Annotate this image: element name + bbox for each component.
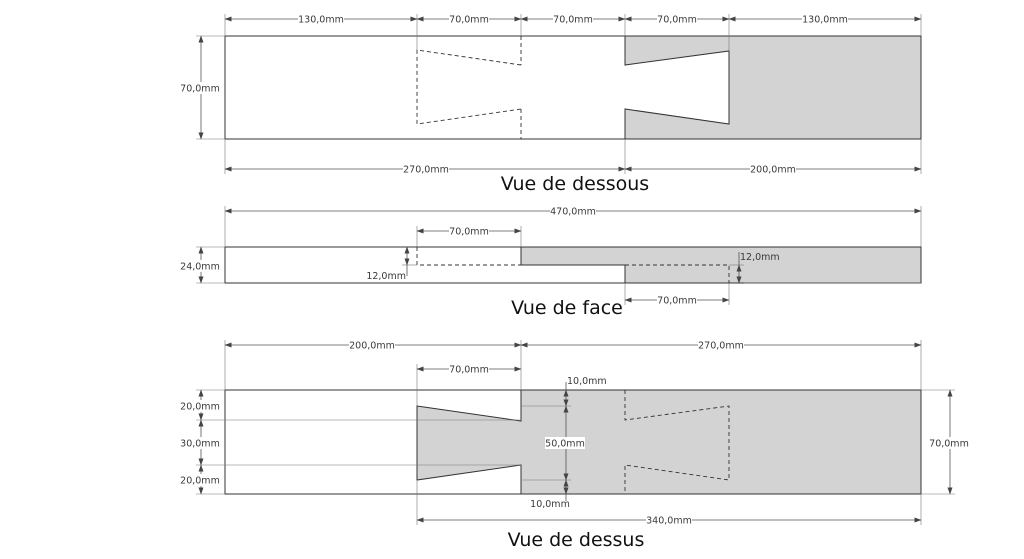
bottom-view-grey-part [624, 35, 922, 140]
dim-70-a: 70,0mm [449, 15, 489, 26]
top-view-white-part [224, 389, 521, 495]
dim-70-front-top: 70,0mm [449, 227, 489, 238]
top-view-top-dimensions: 200,0mm 270,0mm [224, 339, 922, 390]
view-title-front: Vue de face [511, 297, 623, 319]
front-view-bottom-70-dimension: 70,0mm [624, 283, 730, 307]
dim-height-70: 70,0mm [180, 84, 220, 95]
dim-200: 200,0mm [750, 165, 796, 176]
top-view: 200,0mm 270,0mm 70,0mm 20,0mm 30,0mm 20,… [180, 339, 970, 551]
front-view-thickness-dimension: 24,0mm [180, 246, 225, 284]
dim-20-upper: 20,0mm [180, 402, 220, 413]
front-view-hidden-line [416, 247, 521, 266]
dim-470: 470,0mm [550, 207, 596, 218]
front-view: 470,0mm 70,0mm 24,0mm 12,0mm [180, 205, 922, 319]
front-view-right-12-dimension: 12,0mm [729, 252, 921, 284]
dim-200-top: 200,0mm [349, 341, 395, 352]
dim-20-lower: 20,0mm [180, 476, 220, 487]
top-view-bottom-dimension: 340,0mm [416, 480, 922, 527]
dim-70-top-view: 70,0mm [449, 365, 489, 376]
front-view-total-dimension: 470,0mm [224, 205, 922, 247]
front-view-left-12-dimension: 12,0mm [366, 246, 417, 282]
dim-130-right: 130,0mm [802, 15, 848, 26]
view-title-bottom: Vue de dessous [501, 173, 649, 195]
top-view-grey-part [416, 389, 922, 495]
top-view-height-dimension: 70,0mm [921, 389, 970, 495]
dim-50: 50,0mm [545, 439, 585, 450]
bottom-view: 130,0mm 70,0mm 70,0mm 70,0mm 130,0mm 70,… [180, 13, 922, 195]
dim-12-right: 12,0mm [740, 252, 780, 263]
bottom-view-hidden-dovetail [416, 49, 522, 125]
top-view-left-dimensions: 20,0mm 30,0mm 20,0mm [180, 389, 521, 495]
front-view-top-70-dimension: 70,0mm [416, 225, 522, 247]
dim-10-upper: 10,0mm [567, 376, 607, 387]
bottom-view-bottom-dimensions: 270,0mm 200,0mm [224, 139, 922, 176]
dim-12-left: 12,0mm [366, 271, 406, 282]
dim-30: 30,0mm [180, 439, 220, 450]
front-view-grey-part [520, 246, 922, 284]
top-view-mid-70-dimension: 70,0mm [416, 363, 522, 406]
bottom-view-top-dimensions: 130,0mm 70,0mm 70,0mm 70,0mm 130,0mm [224, 13, 922, 51]
dim-70-b: 70,0mm [553, 15, 593, 26]
dim-10-lower: 10,0mm [530, 499, 570, 510]
dim-24: 24,0mm [180, 262, 220, 273]
front-view-hidden-line [625, 264, 730, 283]
dim-340: 340,0mm [646, 516, 692, 527]
top-view-center-dimensions: 10,0mm 50,0mm 10,0mm [521, 376, 607, 510]
bottom-view-white-part [224, 35, 625, 140]
dim-70-right: 70,0mm [929, 439, 969, 450]
dim-70-front-bottom: 70,0mm [657, 296, 697, 307]
dim-130-left: 130,0mm [298, 15, 344, 26]
view-title-top: Vue de dessus [508, 529, 645, 551]
front-view-white-part [224, 246, 625, 284]
dim-70-c: 70,0mm [657, 15, 697, 26]
top-view-hidden-dovetail [624, 390, 730, 494]
dim-270-top: 270,0mm [698, 341, 744, 352]
dim-270: 270,0mm [403, 165, 449, 176]
bottom-view-height-dimension: 70,0mm [180, 35, 225, 140]
